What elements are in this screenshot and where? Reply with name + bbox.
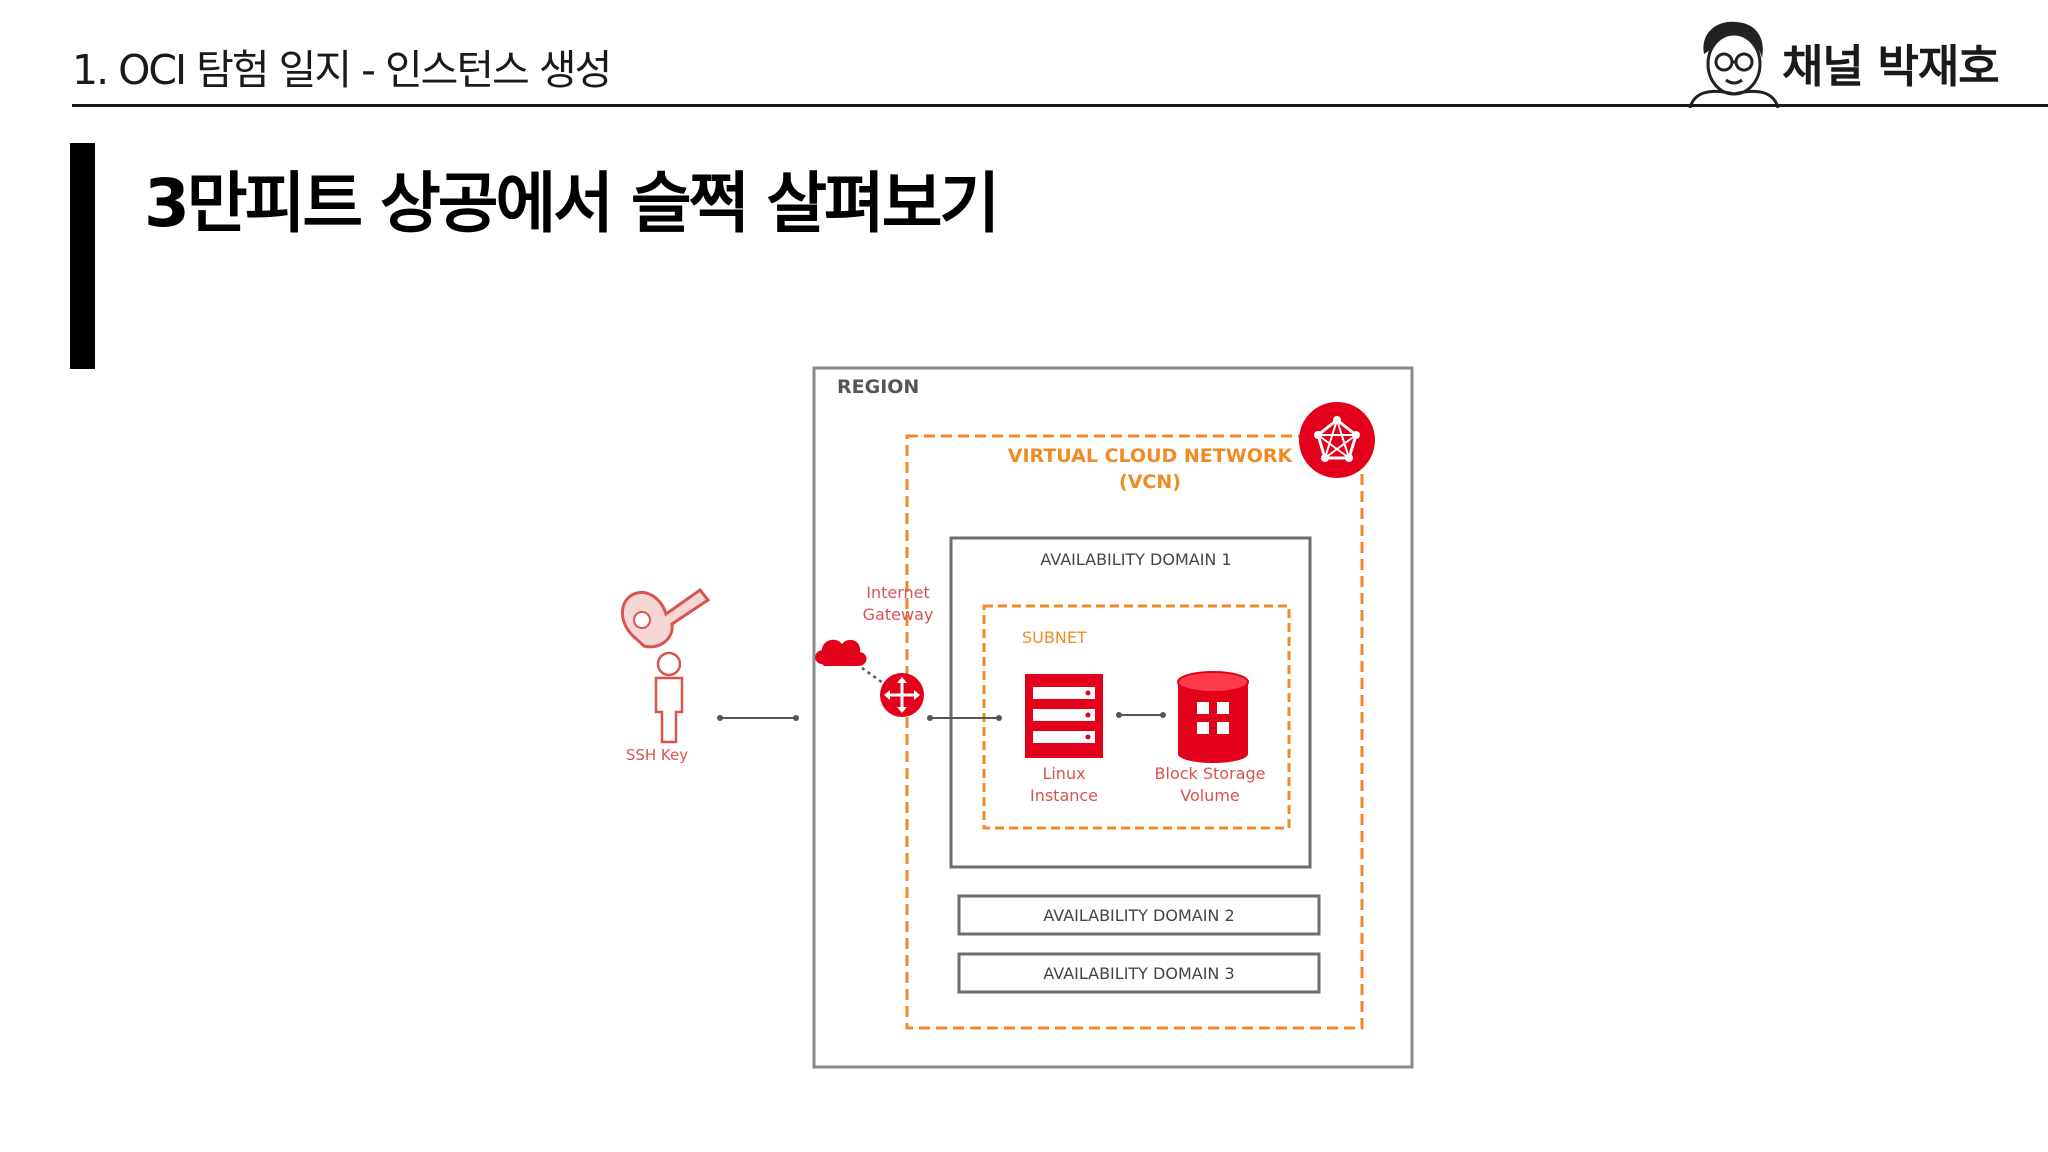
gateway-label-line2: Gateway	[863, 605, 934, 624]
linux-instance-label-line2: Instance	[1030, 786, 1098, 805]
oci-architecture-diagram: REGION VIRTUAL CLOUD NETWORK (VCN) AVAIL…	[621, 366, 1414, 1069]
availability-domain-3-box	[957, 952, 1321, 994]
vcn-box	[905, 434, 1364, 1030]
slide-title: 3만피트 상공에서 슬쩍 살펴보기	[144, 165, 1000, 242]
linux-instance-icon	[1025, 674, 1103, 758]
internet-gateway-icon	[880, 673, 924, 717]
region-label: REGION	[837, 376, 919, 398]
gateway-instance-dot-start	[927, 715, 933, 721]
block-storage-icon	[1177, 671, 1249, 763]
availability-domain-2-label: AVAILABILITY DOMAIN 2	[1043, 906, 1234, 925]
region-box	[812, 366, 1414, 1069]
channel-name: 채널 박재호	[1782, 40, 2000, 93]
block-storage-label: Block Storage	[1155, 764, 1266, 783]
linux-instance-label: Linux	[1042, 764, 1085, 783]
availability-domain-1-box	[949, 536, 1312, 869]
block-storage-label-line2: Volume	[1180, 786, 1240, 805]
instance-storage-dot-end	[1160, 712, 1166, 718]
ssh-key-label: SSH Key	[626, 746, 688, 764]
gateway-label: Internet	[866, 583, 930, 602]
cloud-icon	[815, 639, 867, 666]
instance-storage-dot-start	[1116, 712, 1122, 718]
ssh-key-icon	[621, 587, 711, 744]
header-title: 1. OCI 탐험 일지 - 인스턴스 생성	[72, 46, 612, 94]
availability-domain-3-label: AVAILABILITY DOMAIN 3	[1043, 964, 1234, 983]
presenter-avatar-icon	[1688, 21, 1780, 108]
gateway-instance-dot-end	[996, 715, 1002, 721]
vcn-label-abbr: (VCN)	[1119, 471, 1181, 493]
ssh-connection-end-dot	[793, 715, 799, 721]
vcn-label: VIRTUAL CLOUD NETWORK	[1008, 445, 1294, 467]
availability-domain-1-label: AVAILABILITY DOMAIN 1	[1040, 550, 1231, 569]
ssh-connection-start-dot	[717, 715, 723, 721]
header-divider	[72, 104, 2048, 107]
availability-domain-2-box	[957, 894, 1321, 936]
title-accent-bar	[70, 143, 95, 369]
vcn-icon	[1299, 402, 1375, 478]
subnet-label: SUBNET	[1022, 628, 1087, 647]
